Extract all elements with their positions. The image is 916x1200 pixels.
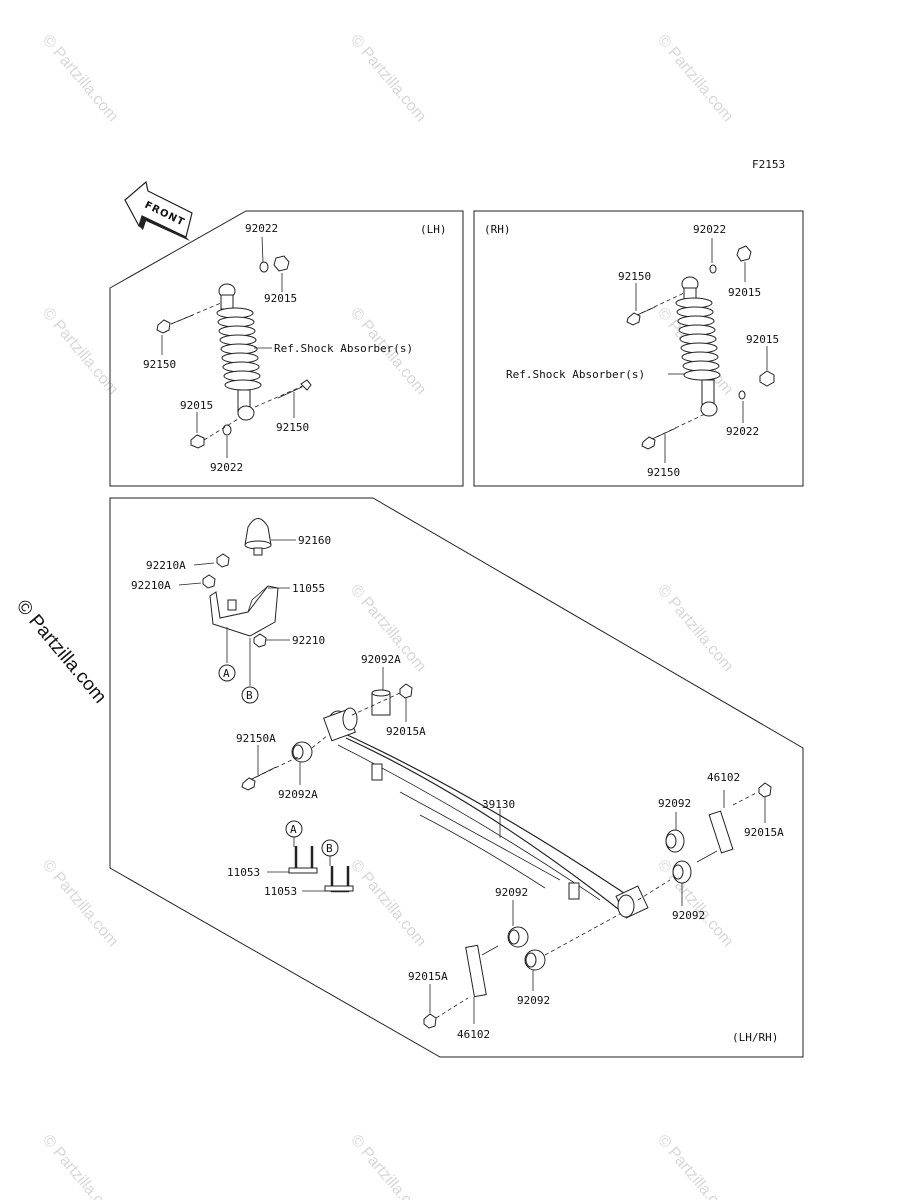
u-bolt-icon [324,866,354,893]
bolt-head-icon [626,312,641,326]
rh-panel: (RH) 9 [473,210,804,487]
shackle-icon [465,944,487,998]
circle-label: A [290,823,297,836]
bolt-head-icon [156,319,171,334]
reference-circle [241,686,259,704]
nut-icon [253,633,267,648]
bushing-icon [371,689,391,716]
watermark: © Partzilla.com [39,857,121,951]
front-arrow-icon: FRONT [124,180,193,241]
circle-label: B [326,842,333,855]
diagram-id: F2153 [752,158,785,171]
washer-icon [259,261,269,273]
nut-icon [216,553,230,568]
panel-side-label: (LH/RH) [732,1031,778,1044]
part-label: 92092 [517,994,550,1007]
spring-panel: (LH/RH) 92160 92210A 92210A 11055 92210 … [109,497,804,1058]
circle-label: B [246,689,253,702]
part-label: 92160 [298,534,331,547]
part-label: 11053 [227,866,260,879]
washer-icon [709,264,717,274]
bolt-head-icon [241,777,256,791]
part-label: 39130 [482,798,515,811]
part-label: 11055 [292,582,325,595]
watermark: © Partzilla.com [347,32,429,126]
watermark: © Partzilla.com [347,1132,429,1200]
part-label: 92210A [131,579,171,592]
part-label: 92015A [386,725,426,738]
part-label: 92015 [264,292,297,305]
part-label: 92015 [180,399,213,412]
shackle-icon [708,810,734,854]
part-label: 92092 [658,797,691,810]
leaf-spring-icon [323,707,649,919]
part-label: 92015A [744,826,784,839]
watermark: © Partzilla.com [39,1132,121,1200]
u-bolt-icon [288,846,318,874]
part-label: 92150 [276,421,309,434]
watermark: © Partzilla.com [39,32,121,126]
nut-icon [273,255,290,272]
watermark: © Partzilla.com [39,305,121,399]
part-label: 92022 [245,222,278,235]
bump-stop-icon [244,518,272,556]
panel-side-label: (RH) [484,223,511,236]
nut-icon [423,1013,437,1029]
part-label: 92015A [408,970,448,983]
panel-side-label: (LH) [420,223,447,236]
watermark: © Partzilla.com [347,857,429,951]
washer-icon [222,424,232,436]
part-label: 92150A [236,732,276,745]
part-label: 92150 [618,270,651,283]
shock-absorber-rh-icon [675,276,721,417]
part-label: 92022 [693,223,726,236]
part-label: 92210 [292,634,325,647]
part-label: 46102 [457,1028,490,1041]
circle-label: A [223,667,230,680]
bolt-head-icon [300,379,312,391]
shock-absorber-lh-icon [216,283,262,421]
ref-label: Ref.Shock Absorber(s) [274,342,413,355]
part-label: 92015 [746,333,779,346]
watermark: © Partzilla.com [654,1132,736,1200]
part-label: 92092A [361,653,401,666]
part-label: 11053 [264,885,297,898]
nut-icon [759,370,775,387]
part-label: 92150 [647,466,680,479]
watermark: © Partzilla.com [654,32,736,126]
part-label: 92022 [210,461,243,474]
watermark: © Partzilla.com [654,582,736,676]
bolt-head-icon [641,436,656,450]
nut-icon [190,434,205,449]
part-label: 92015 [728,286,761,299]
nut-icon [399,683,413,699]
bracket-icon [209,585,279,637]
part-label: 92210A [146,559,186,572]
washer-icon [738,390,746,400]
nut-icon [202,574,216,589]
part-label: 92092 [672,909,705,922]
reference-circle [218,664,236,682]
nut-icon [736,245,752,262]
part-label: 92092A [278,788,318,801]
watermark: © Partzilla.com [654,857,736,951]
part-label: 46102 [707,771,740,784]
ref-label: Ref.Shock Absorber(s) [506,368,645,381]
lh-panel: (LH) [109,210,464,487]
part-label: 92022 [726,425,759,438]
nut-icon [758,782,772,798]
part-label: 92092 [495,886,528,899]
part-label: 92150 [143,358,176,371]
